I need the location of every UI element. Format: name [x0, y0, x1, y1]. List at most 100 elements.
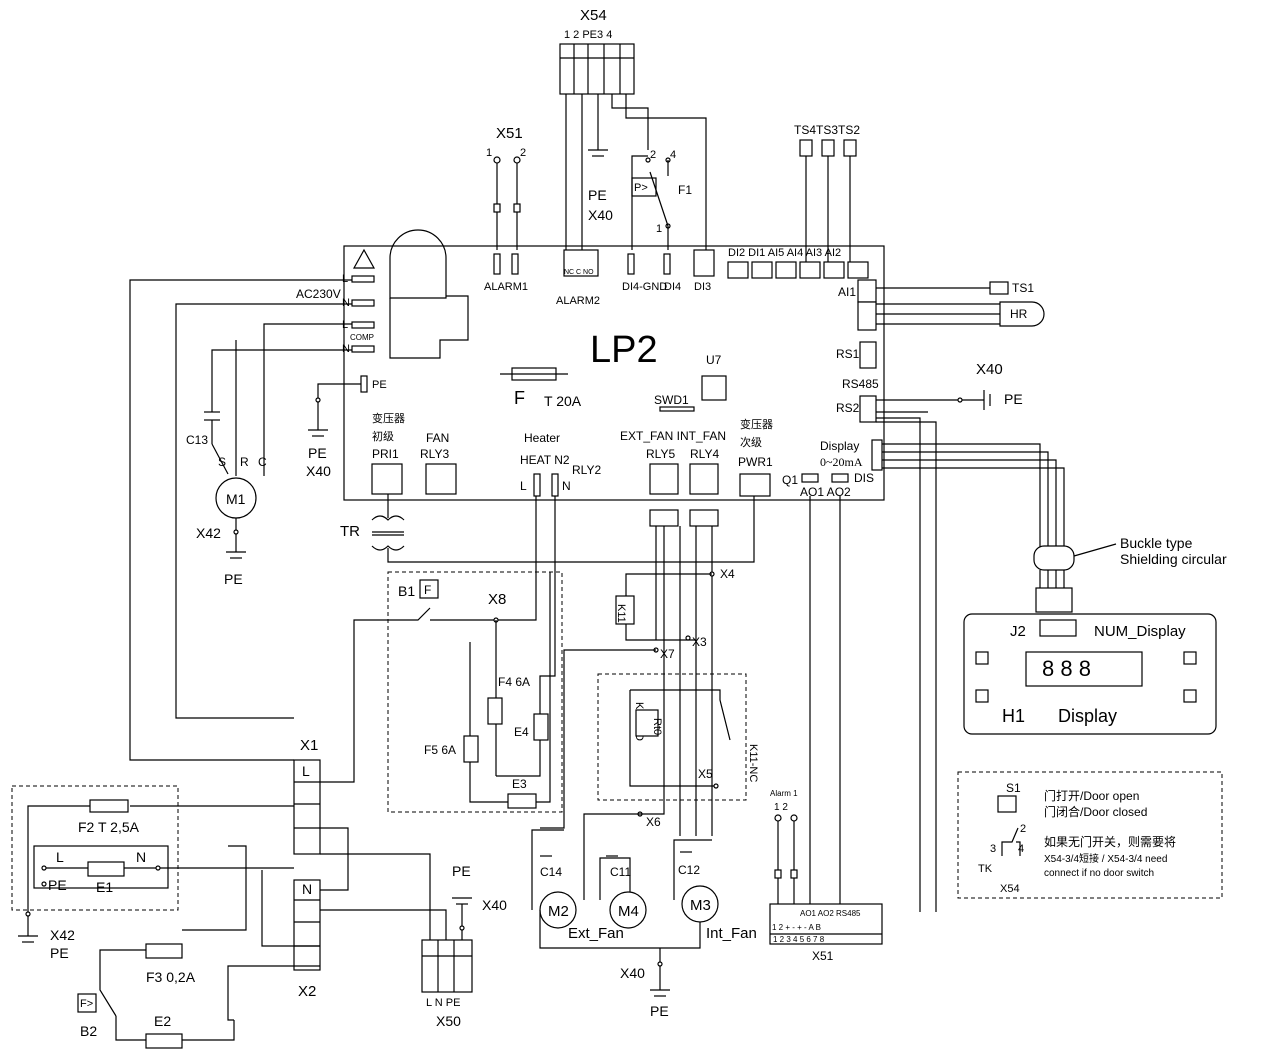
door-open: 门打开/Door open	[1044, 788, 1139, 803]
rs1-label: RS1	[836, 347, 860, 361]
x42-top-label: X42	[196, 525, 221, 541]
terminals-x1-x2: X1 L N X2 F2 T 2,5A L N E1 PE	[11, 737, 447, 1049]
note-en1: X54-3/4短接 / X54-3/4 need	[1044, 852, 1167, 865]
b1-f: F	[424, 583, 431, 597]
rt0-label: Rt0	[651, 718, 663, 735]
x51-head: AO1 AO2 RS485	[800, 909, 861, 918]
k11-nc-label: K11-NC	[747, 744, 759, 782]
di3-label: DI3	[694, 281, 711, 293]
ext-int-fan-label: EXT_FAN INT_FAN	[620, 429, 726, 443]
x40-right-label: X40	[976, 361, 1003, 378]
pressure-switch-f1: P> F1 2 4 1	[631, 149, 692, 250]
x1-label: X1	[300, 737, 318, 754]
m1-r: R	[240, 455, 249, 469]
s1-label: S1	[1006, 781, 1021, 795]
pri1-label: PRI1	[372, 447, 399, 461]
c12-label: C12	[678, 863, 700, 877]
pe-fan-label: PE	[650, 1003, 669, 1019]
display-label: Display	[820, 439, 859, 453]
m4-label: M4	[618, 903, 639, 920]
rs2-label: RS2	[836, 401, 860, 415]
top-ports-label: DI2 DI1 AI5 AI4 AI3 AI2	[728, 247, 841, 259]
terminal-l-2: L	[342, 319, 348, 331]
di4-label: DI4	[664, 281, 681, 293]
m2-label: M2	[548, 903, 569, 920]
alarm1-bottom-pins: 1 2	[774, 802, 788, 813]
s1-pin2: 2	[1020, 823, 1026, 835]
comp-label: COMP	[350, 333, 374, 342]
x51-pin1: 1	[486, 147, 492, 159]
door-switch-note: S1 门打开/Door open 门闭合/Door closed 如果无门开关，…	[957, 771, 1223, 899]
ext-fan-label: Ext_Fan	[568, 925, 624, 942]
sw-2: 2	[650, 149, 656, 161]
x40-x50-label: X40	[482, 897, 507, 913]
range-label: 0~20mA	[820, 455, 863, 469]
pe-m1-label: PE	[224, 571, 243, 587]
e1-label: E1	[96, 879, 113, 895]
heater-box: B1 F X8 F4 6A E4 F5 6A E3	[294, 496, 563, 813]
q1-label: Q1	[782, 473, 798, 487]
trans-sec-cn2: 次级	[740, 435, 762, 449]
x51-nums: 1 2 3 4 5 6 7 8	[773, 935, 825, 944]
rly5-label: RLY5	[646, 447, 675, 461]
int-fan-label: Int_Fan	[706, 925, 757, 942]
f4-label: F4 6A	[498, 675, 530, 689]
shield-label: Shielding circular	[1120, 551, 1227, 567]
sw-1: 1	[656, 223, 662, 235]
tr-label: TR	[340, 523, 360, 540]
trans-sec-cn: 变压器	[740, 417, 773, 431]
x40-x54-label: X40	[588, 207, 613, 223]
s1-pin4: 4	[1018, 843, 1024, 855]
rly3-label: RLY3	[420, 447, 449, 461]
j2-label: J2	[1010, 623, 1026, 640]
alarm1-label: ALARM1	[484, 281, 528, 293]
x1-l: L	[302, 763, 310, 779]
s1-pin3: 3	[990, 843, 996, 855]
x54-pins: 1 2 PE3 4	[564, 29, 612, 41]
trans-pri-cn2: 初级	[372, 429, 394, 443]
e2-label: E2	[154, 1013, 171, 1029]
h1-display-label: Display	[1058, 706, 1117, 726]
ac-label: AC230V	[296, 287, 341, 301]
sw-4: 4	[670, 149, 676, 161]
connector-x51-top: X51 1 2	[486, 125, 526, 250]
rly4-label: RLY4	[690, 447, 719, 461]
num-display-label: NUM_Display	[1094, 623, 1186, 640]
terminal-n-2: N	[342, 343, 350, 355]
connector-x50: PE X40 L N PE X50	[421, 863, 507, 1029]
ai1-label: AI1	[838, 285, 856, 299]
terminal-l-1: L	[342, 273, 348, 285]
c11-label: C11	[610, 865, 631, 879]
x7-label: X7	[660, 647, 675, 661]
connector-x51-bottom: Alarm 1 1 2 AO1 AO2 RS485 1 2 + - + - A …	[769, 496, 883, 963]
board-lp2: LP2 AC230V L N L N COMP PE F T 20A U7 SW…	[296, 229, 885, 501]
board-pe-label: PE	[372, 379, 387, 391]
x51-top-label: X51	[496, 125, 523, 142]
x40-left-label: X40	[306, 463, 331, 479]
heater-l: L	[520, 479, 527, 493]
display-cable: Buckle type Shielding circular	[882, 443, 1227, 613]
u7-label: U7	[706, 353, 722, 367]
m3-label: M3	[690, 897, 711, 914]
ts1-label: TS1	[1012, 281, 1034, 295]
alarm1-bottom-label: Alarm 1	[770, 789, 798, 798]
e3-label: E3	[512, 777, 527, 791]
x2-n: N	[302, 881, 312, 897]
m1-s: S	[218, 455, 226, 469]
p-switch-label: P>	[634, 182, 648, 194]
e1-n: N	[136, 849, 146, 865]
tk-label: TK	[978, 863, 993, 875]
ao-label: AO1 AO2	[800, 485, 851, 499]
pe-right-label: PE	[1004, 391, 1023, 407]
x54-label: X54	[580, 7, 607, 24]
di4gnd-label: DI4-GND	[622, 281, 667, 293]
c14-label: C14	[540, 865, 562, 879]
e1-pe: PE	[48, 877, 67, 893]
x54-bottom-label: X54	[1000, 883, 1020, 895]
transformer-tr: TR	[340, 494, 755, 563]
f2-label: F2 T 2,5A	[78, 819, 140, 835]
x50-pins: L N PE	[426, 997, 460, 1009]
fan-label: FAN	[426, 431, 449, 445]
b2-f: F>	[80, 998, 93, 1010]
